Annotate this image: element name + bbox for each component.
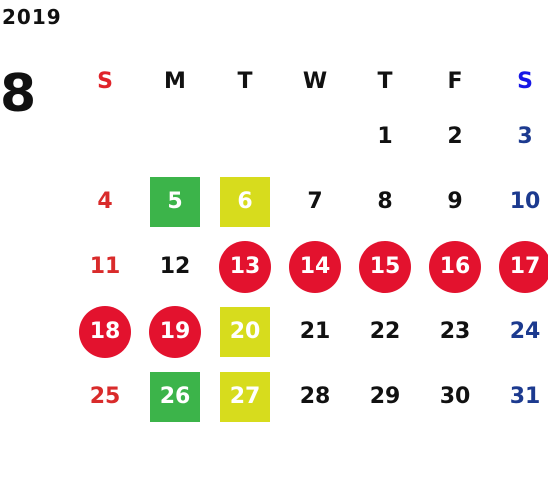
- calendar-day-cell: 9: [420, 169, 490, 234]
- calendar-day-cell: 10: [490, 169, 548, 234]
- calendar-day-number[interactable]: 23: [439, 319, 471, 344]
- calendar-day-number[interactable]: 13: [219, 240, 271, 293]
- calendar-day-number[interactable]: 29: [369, 384, 401, 409]
- calendar-day-cell: 11: [70, 234, 140, 299]
- calendar-empty-day: [149, 111, 201, 163]
- calendar-day-number[interactable]: 15: [359, 240, 411, 293]
- calendar-day-cell: [140, 104, 210, 169]
- calendar-day-number[interactable]: 8: [377, 189, 393, 214]
- weekday-label-fri: F: [447, 68, 463, 94]
- calendar-day-cell: 16: [420, 234, 490, 299]
- calendar-day-cell: 23: [420, 299, 490, 364]
- calendar-day-cell: 8: [350, 169, 420, 234]
- calendar-week-row: 25 26 27 28 29 30 31: [70, 364, 548, 429]
- calendar-day-number[interactable]: 2: [447, 124, 463, 149]
- calendar-day-cell: 29: [350, 364, 420, 429]
- calendar-day-cell: [210, 104, 280, 169]
- calendar-day-number[interactable]: 17: [499, 240, 548, 293]
- calendar-day-cell: 3: [490, 104, 548, 169]
- calendar-day-number[interactable]: 24: [509, 319, 541, 344]
- calendar-day-number[interactable]: 12: [159, 254, 191, 279]
- calendar-day-cell: [70, 104, 140, 169]
- calendar-day-cell: 12: [140, 234, 210, 299]
- calendar-day-number[interactable]: 19: [149, 305, 201, 358]
- calendar-empty-day: [79, 111, 131, 163]
- calendar-day-cell: 4: [70, 169, 140, 234]
- calendar-day-cell: 5: [140, 169, 210, 234]
- calendar-day-cell: 30: [420, 364, 490, 429]
- calendar-day-cell: [280, 104, 350, 169]
- calendar-week-row: 18 19 20 21 22 23 24: [70, 299, 548, 364]
- weekday-header-row: S M T W T F S: [70, 58, 548, 104]
- calendar-day-number[interactable]: 30: [439, 384, 471, 409]
- weekday-label-sat: S: [517, 68, 533, 94]
- calendar-day-number[interactable]: 11: [89, 254, 121, 279]
- calendar-day-cell: 6: [210, 169, 280, 234]
- calendar-day-cell: 19: [140, 299, 210, 364]
- calendar-day-number[interactable]: 10: [509, 189, 541, 214]
- calendar-year: 2019: [2, 5, 62, 29]
- calendar-week-row: 1 2 3: [70, 104, 548, 169]
- calendar-day-number[interactable]: 25: [89, 384, 121, 409]
- calendar-day-number[interactable]: 1: [377, 124, 393, 149]
- calendar-day-number[interactable]: 20: [220, 306, 270, 357]
- calendar-day-cell: 17: [490, 234, 548, 299]
- calendar-day-number[interactable]: 3: [517, 124, 533, 149]
- calendar-day-number[interactable]: 18: [79, 305, 131, 358]
- calendar-day-cell: 14: [280, 234, 350, 299]
- calendar-month: 8: [0, 64, 37, 124]
- calendar-day-cell: 22: [350, 299, 420, 364]
- calendar-day-number[interactable]: 28: [299, 384, 331, 409]
- calendar-day-number[interactable]: 9: [447, 189, 463, 214]
- calendar-day-cell: 2: [420, 104, 490, 169]
- calendar-day-number[interactable]: 14: [289, 240, 341, 293]
- weekday-label-mon: M: [164, 68, 186, 94]
- calendar-day-cell: 31: [490, 364, 548, 429]
- calendar-day-number[interactable]: 22: [369, 319, 401, 344]
- calendar-day-cell: 21: [280, 299, 350, 364]
- calendar-day-number[interactable]: 16: [429, 240, 481, 293]
- calendar-day-cell: 24: [490, 299, 548, 364]
- calendar-day-cell: 7: [280, 169, 350, 234]
- calendar-day-cell: 25: [70, 364, 140, 429]
- calendar-day-cell: 15: [350, 234, 420, 299]
- calendar-day-cell: 1: [350, 104, 420, 169]
- calendar-day-cell: 13: [210, 234, 280, 299]
- weekday-label-sun: S: [97, 68, 113, 94]
- weekday-label-tue: T: [237, 68, 253, 94]
- calendar-week-row: 11 12 13 14 15 16 17: [70, 234, 548, 299]
- calendar-day-number[interactable]: 31: [509, 384, 541, 409]
- calendar-day-number[interactable]: 4: [97, 189, 113, 214]
- calendar-day-number[interactable]: 6: [220, 176, 270, 227]
- calendar-empty-day: [219, 111, 271, 163]
- calendar-day-number[interactable]: 26: [150, 371, 200, 422]
- calendar-day-number[interactable]: 27: [220, 371, 270, 422]
- calendar-day-cell: 28: [280, 364, 350, 429]
- calendar-day-number[interactable]: 7: [307, 189, 323, 214]
- calendar-day-number[interactable]: 5: [150, 176, 200, 227]
- calendar-day-cell: 20: [210, 299, 280, 364]
- calendar-day-cell: 18: [70, 299, 140, 364]
- calendar-day-number[interactable]: 21: [299, 319, 331, 344]
- calendar-day-cell: 27: [210, 364, 280, 429]
- calendar-day-cell: 26: [140, 364, 210, 429]
- calendar-empty-day: [289, 111, 341, 163]
- weekday-label-wed: W: [302, 68, 328, 94]
- weekday-label-thu: T: [377, 68, 393, 94]
